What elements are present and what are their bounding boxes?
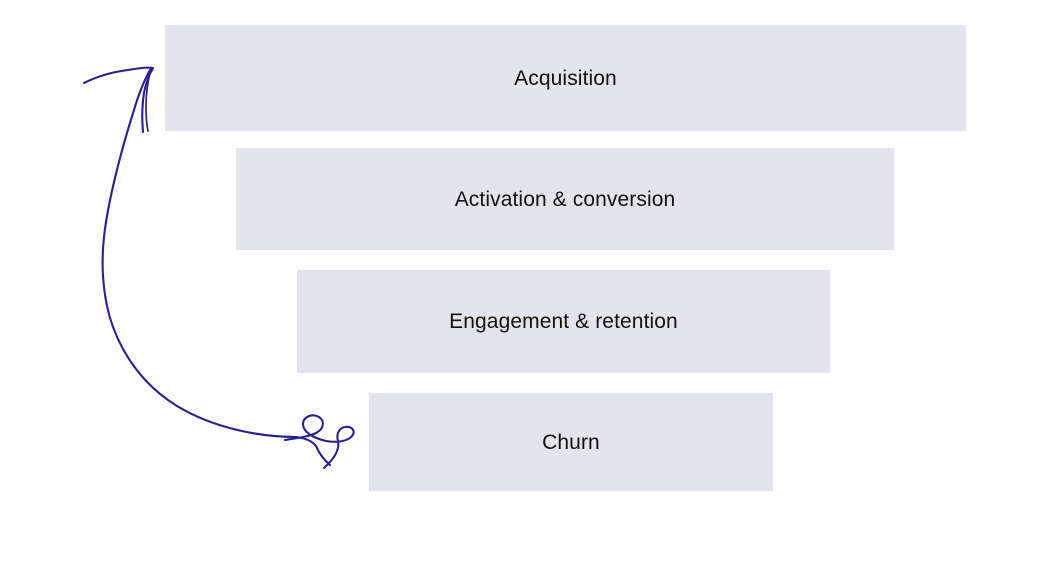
funnel-stage-label: Churn (542, 430, 600, 454)
funnel-stage-engagement-retention[interactable]: Engagement & retention (297, 270, 830, 373)
feedback-loop-arrow-tail-loop (283, 414, 355, 470)
feedback-loop-arrowhead-flick (145, 68, 152, 132)
feedback-loop-arrowhead (82, 66, 155, 134)
funnel-stage-acquisition[interactable]: Acquisition (165, 25, 966, 131)
funnel-stage-label: Activation & conversion (454, 187, 676, 211)
funnel-stage-label: Engagement & retention (449, 310, 678, 333)
funnel-stage-label: Acquisition (514, 66, 617, 90)
funnel-stage-churn[interactable]: Churn (369, 393, 773, 491)
funnel-stage-activation-conversion[interactable]: Activation & conversion (236, 148, 894, 250)
